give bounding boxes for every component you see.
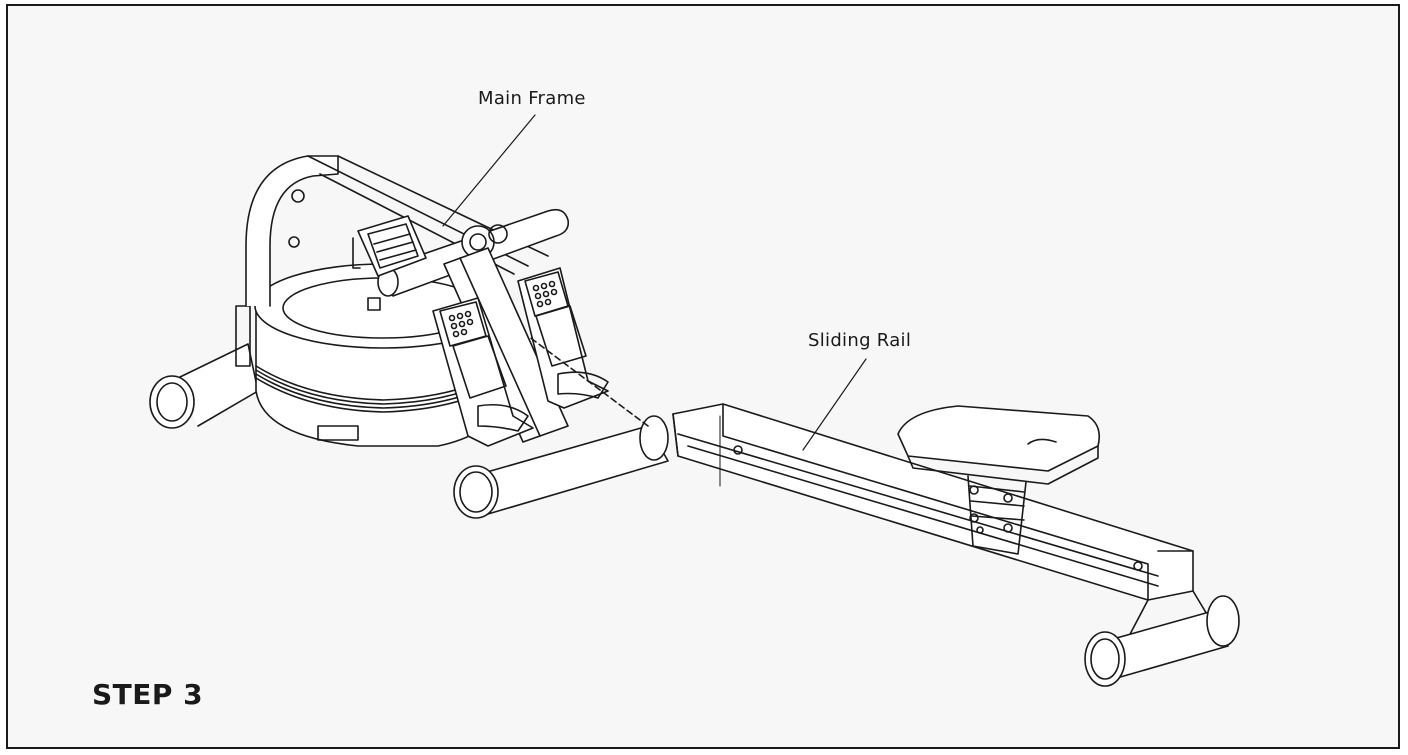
sliding-rail-assembly [672, 403, 1240, 687]
front-stabilizer [149, 343, 259, 429]
left-foot-pedal [432, 297, 534, 447]
main-frame-label: Main Frame [478, 88, 586, 109]
instruction-panel: Main Frame Sliding Rail STEP 3 [6, 4, 1400, 749]
rear-stabilizer [453, 335, 669, 519]
sliding-rail [672, 403, 1194, 601]
sliding-rail-label: Sliding Rail [808, 330, 912, 351]
monitor [352, 215, 427, 277]
step-title: STEP 3 [92, 678, 204, 711]
seat [897, 405, 1101, 555]
sliding-rail-leader-line [802, 358, 867, 451]
main-frame-assembly [149, 155, 669, 519]
main-frame-leader-line [442, 114, 536, 227]
rear-foot [1084, 590, 1240, 687]
right-foot-pedal [517, 267, 609, 409]
rowing-machine-illustration [149, 114, 1240, 687]
